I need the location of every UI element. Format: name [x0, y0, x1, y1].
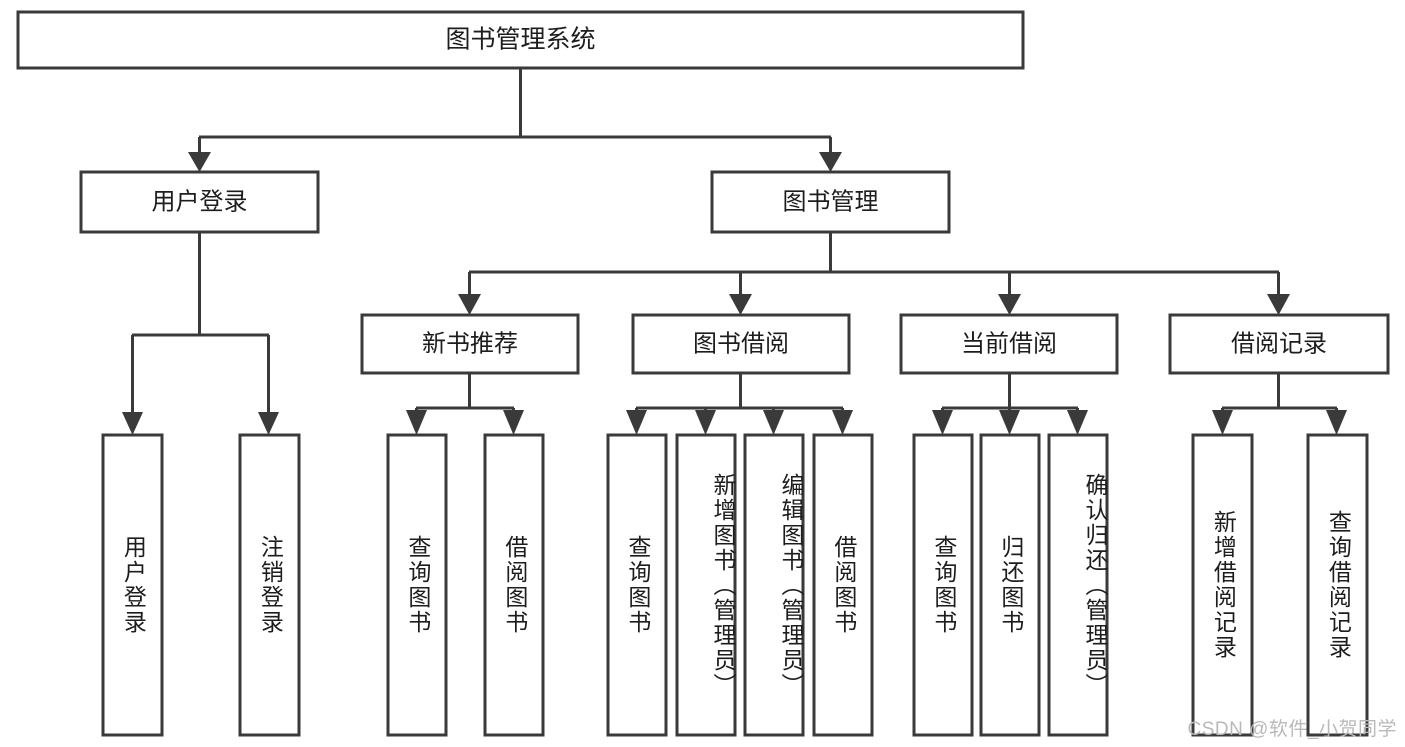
- node-root-box[interactable]: [16, 10, 1025, 70]
- arrow-head-leaf-user-login: [122, 412, 143, 435]
- leaf-borrow-book-2-label: 借阅图书: [830, 535, 857, 635]
- arrow-head-book-borrow: [729, 294, 752, 315]
- arrow-head-leaf-query-record: [1326, 410, 1347, 435]
- arrow-head-leaf-borrow-book-2: [832, 410, 853, 435]
- leaf-confirm-return-box[interactable]: [1047, 433, 1109, 737]
- connector-group-current-borrow: [932, 373, 1088, 435]
- arrow-head-current-borrow: [998, 294, 1021, 315]
- node-new-book-recommend-box[interactable]: [360, 313, 580, 375]
- arrow-head-leaf-logout: [258, 412, 279, 435]
- arrow-head-leaf-return-book: [999, 410, 1020, 435]
- node-user-login-label: 用户登录: [152, 188, 248, 215]
- arrow-head-leaf-query-book-3: [932, 410, 953, 435]
- leaf-add-record-label: 新增借阅记录: [1210, 510, 1237, 660]
- leaf-query-book-1-label: 查询图书: [404, 535, 431, 635]
- leaf-borrow-book-2-box[interactable]: [812, 433, 874, 737]
- leaf-user-login-label: 用户登录: [120, 535, 147, 635]
- connector-group-new-book-recommend: [406, 373, 524, 435]
- connector-group-book-manage: [458, 232, 1290, 315]
- node-user-login-box[interactable]: [79, 170, 320, 234]
- leaf-query-book-2-box[interactable]: [606, 433, 668, 737]
- leaf-query-book-3-label: 查询图书: [930, 535, 957, 635]
- leaf-query-record-box[interactable]: [1306, 433, 1369, 737]
- node-borrow-record-label: 借阅记录: [1231, 330, 1327, 357]
- leaf-query-book-1-box[interactable]: [386, 433, 448, 737]
- leaf-return-book-label: 归还图书: [997, 535, 1024, 635]
- arrow-head-leaf-confirm-return: [1067, 410, 1088, 435]
- node-book-manage-box[interactable]: [710, 170, 951, 234]
- leaf-boxes: [101, 433, 1369, 737]
- arrow-head-leaf-add-book: [695, 410, 716, 435]
- arrow-head-borrow-record: [1267, 294, 1290, 315]
- node-book-borrow-box[interactable]: [631, 313, 851, 375]
- leaf-add-record-box[interactable]: [1191, 433, 1254, 737]
- leaf-logout-label: 注销登录: [257, 535, 284, 635]
- arrow-head-new-book-recommend: [458, 294, 481, 315]
- arrow-head-book-manage: [819, 152, 842, 172]
- arrow-head-leaf-query-book-2: [626, 410, 647, 435]
- leaf-confirm-return-label: 确认归还（管理员）: [1082, 472, 1108, 698]
- arrow-head-leaf-query-book-1: [406, 410, 427, 435]
- node-current-borrow-label: 当前借阅: [961, 330, 1057, 357]
- node-current-borrow-box[interactable]: [899, 313, 1119, 375]
- leaf-borrow-book-1-label: 借阅图书: [501, 535, 528, 635]
- connector-group-root: [188, 68, 842, 172]
- node-root-label: 图书管理系统: [445, 26, 595, 54]
- leaf-query-record-label: 查询借阅记录: [1325, 510, 1352, 660]
- connector-group-book-borrow: [626, 373, 853, 435]
- leaf-return-book-box[interactable]: [979, 433, 1041, 737]
- node-book-manage-label: 图书管理: [783, 188, 879, 215]
- arrow-head-leaf-add-record: [1212, 410, 1233, 435]
- node-borrow-record-box[interactable]: [1168, 313, 1390, 375]
- node-new-book-recommend-label: 新书推荐: [422, 330, 518, 357]
- connector-group-borrow-record: [1212, 373, 1347, 435]
- leaf-borrow-book-1-box[interactable]: [483, 433, 545, 737]
- leaf-query-book-3-box[interactable]: [912, 433, 974, 737]
- leaf-query-book-2-label: 查询图书: [624, 535, 651, 635]
- leaf-add-book-label: 新增图书（管理员）: [710, 472, 736, 698]
- leaf-user-login-box[interactable]: [101, 433, 164, 737]
- leaf-add-book-box[interactable]: [675, 433, 737, 737]
- connector-group-user-login: [122, 232, 279, 435]
- leaf-logout-box[interactable]: [238, 433, 301, 737]
- arrow-head-user-login: [188, 152, 211, 172]
- leaf-edit-book-label: 编辑图书（管理员）: [778, 472, 804, 698]
- node-book-borrow-label: 图书借阅: [693, 330, 789, 357]
- arrow-head-leaf-borrow-book-1: [503, 410, 524, 435]
- leaf-edit-book-box[interactable]: [743, 433, 805, 737]
- arrow-head-leaf-edit-book: [763, 410, 784, 435]
